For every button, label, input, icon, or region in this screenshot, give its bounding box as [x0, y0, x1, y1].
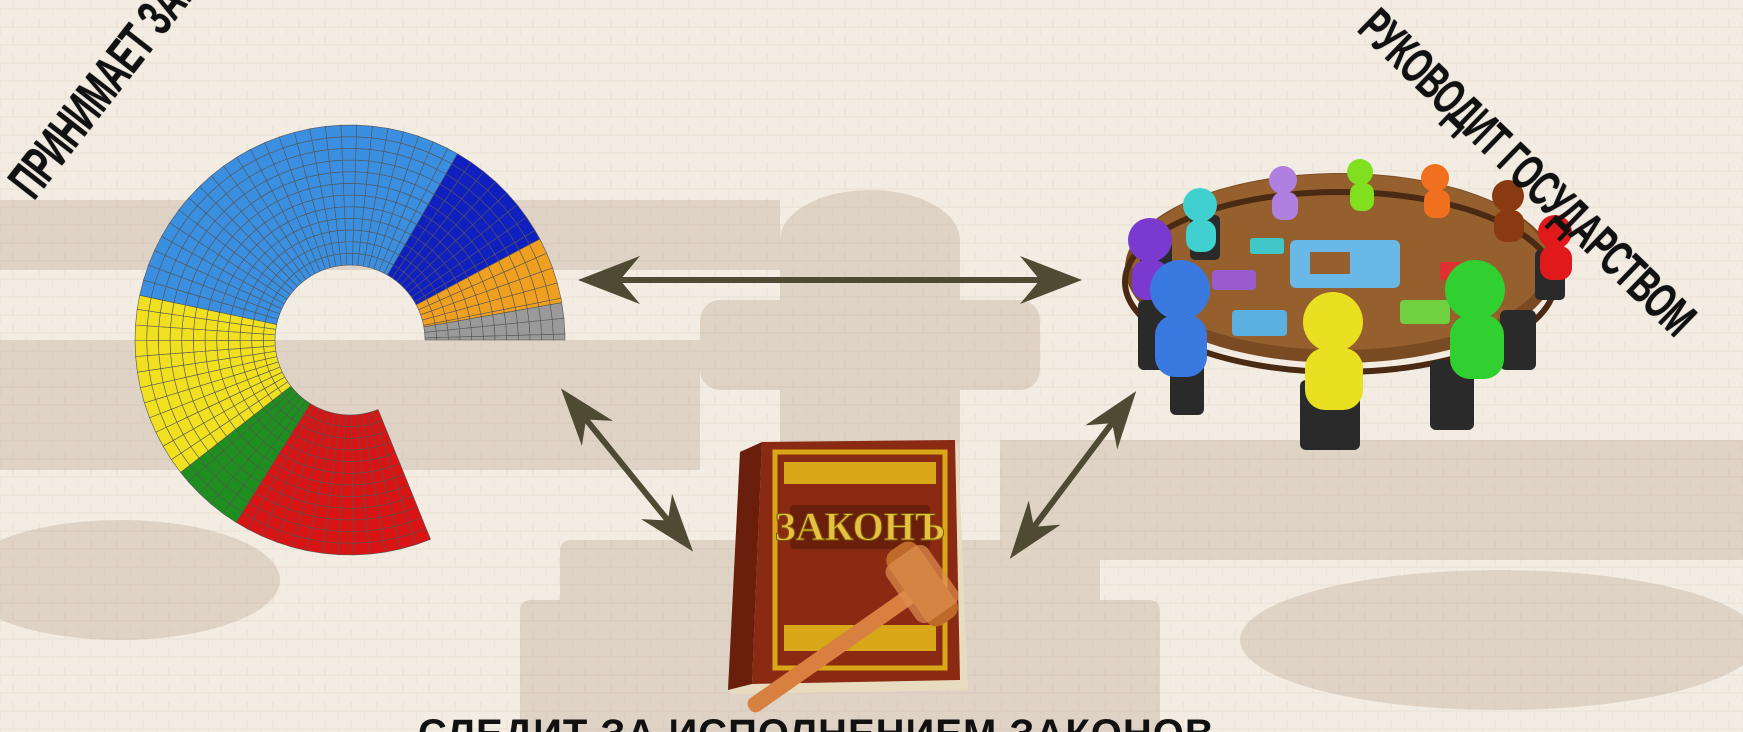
caption-oversees-laws: СЛЕДИТ ЗА ИСПОЛНЕНИЕМ ЗАКОНОВ — [418, 712, 1215, 732]
parliament-chart — [134, 124, 566, 556]
book-title: ЗАКОНЪ — [775, 504, 946, 549]
parliament-seat — [552, 333, 566, 341]
